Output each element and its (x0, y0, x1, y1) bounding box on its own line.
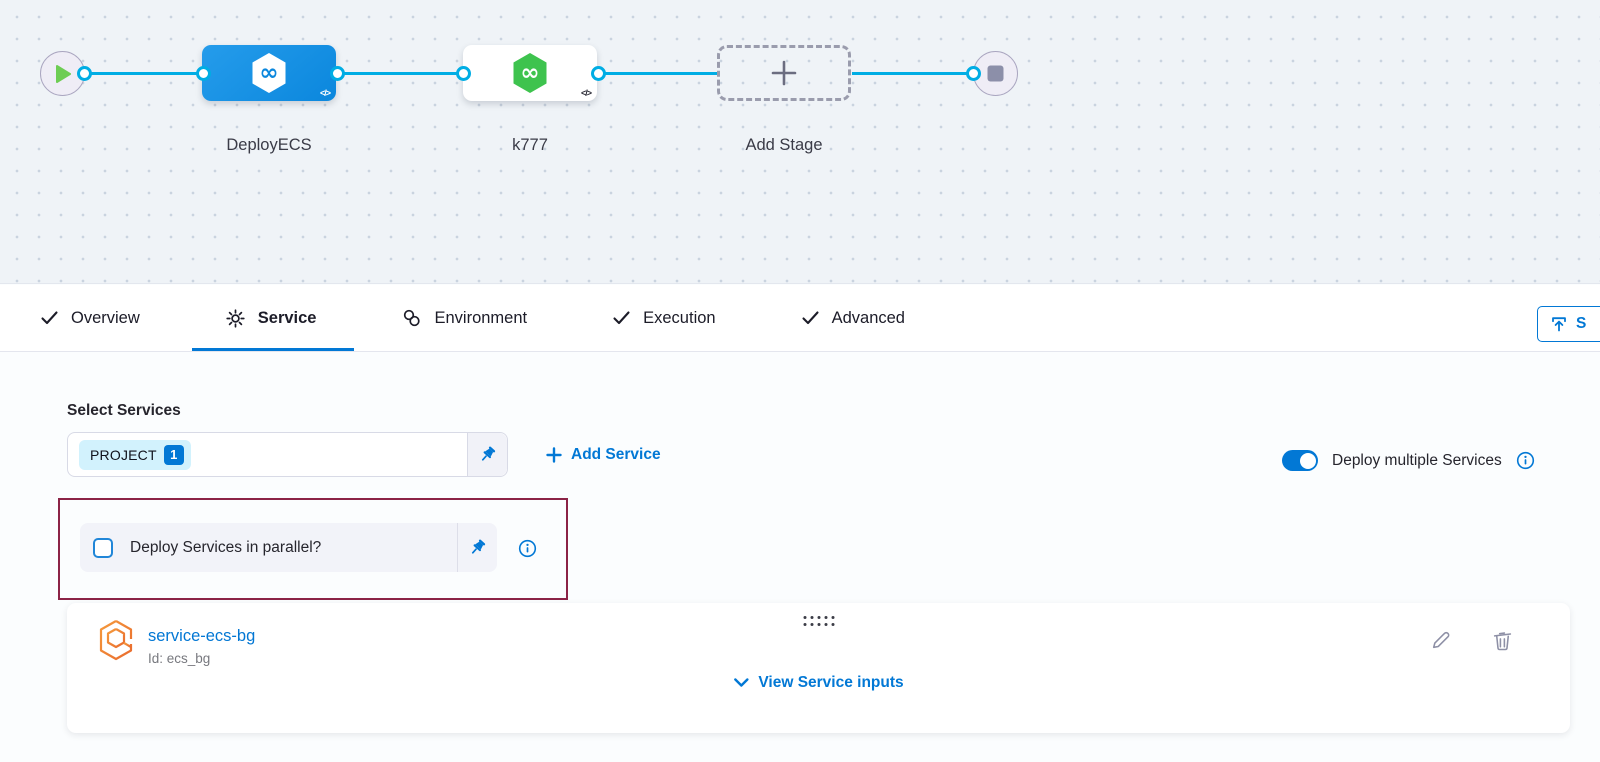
port[interactable] (196, 66, 211, 81)
tag-count-badge: 1 (164, 445, 184, 465)
stop-icon (987, 65, 1004, 82)
info-icon[interactable] (518, 539, 537, 558)
service-tab-panel: Select Services PROJECT 1 (0, 352, 1600, 762)
deploy-multiple-label: Deploy multiple Services (1332, 452, 1502, 470)
select-services-label: Select Services (67, 402, 181, 420)
save-button-label: S (1576, 315, 1586, 333)
play-icon (55, 65, 71, 83)
delete-service-button[interactable] (1491, 629, 1514, 652)
tag-label: PROJECT (90, 447, 157, 463)
plus-icon (771, 60, 797, 86)
edge-addstage-end (852, 72, 973, 75)
tab-overview[interactable]: Overview (41, 285, 140, 351)
tab-label: Service (258, 309, 317, 328)
stage-node-deployecs[interactable]: ∞ </> (202, 45, 336, 101)
check-icon (41, 311, 58, 325)
service-name-link[interactable]: service-ecs-bg (148, 627, 255, 646)
port[interactable] (456, 66, 471, 81)
view-inputs-label: View Service inputs (758, 674, 903, 692)
service-hexagon-icon (98, 619, 134, 661)
edge-deploy-k777 (337, 72, 463, 75)
deploy-multiple-row: Deploy multiple Services (1282, 450, 1535, 471)
pipeline-canvas[interactable]: ∞ </> ∞ </> (0, 0, 1600, 284)
plus-icon (546, 447, 562, 463)
port[interactable] (966, 66, 981, 81)
pin-parallel-button[interactable] (457, 523, 497, 572)
service-card: service-ecs-bg Id: ecs_bg Vie (67, 603, 1570, 733)
port[interactable] (591, 66, 606, 81)
stage-node-k777[interactable]: ∞ </> (463, 45, 597, 101)
save-button[interactable]: S (1537, 306, 1600, 342)
port[interactable] (330, 66, 345, 81)
deploy-parallel-control: Deploy Services in parallel? (80, 523, 497, 572)
save-upload-icon (1550, 315, 1568, 333)
deploy-parallel-checkbox[interactable] (93, 538, 113, 558)
edge-start-deploy (84, 72, 203, 75)
tab-advanced[interactable]: Advanced (802, 285, 905, 351)
selected-service-tag[interactable]: PROJECT 1 (79, 440, 191, 470)
pin-icon (468, 538, 487, 557)
edit-service-button[interactable] (1429, 629, 1452, 652)
svg-text:∞: ∞ (259, 60, 278, 86)
add-service-button[interactable]: Add Service (546, 443, 661, 467)
tab-label: Execution (643, 309, 715, 328)
drag-handle[interactable] (799, 612, 838, 630)
add-service-label: Add Service (571, 446, 661, 464)
toggle-knob (1300, 453, 1316, 469)
port[interactable] (77, 66, 92, 81)
tab-label: Advanced (832, 309, 905, 328)
environment-icon (402, 309, 421, 328)
deploy-parallel-label: Deploy Services in parallel? (130, 539, 457, 557)
check-icon (802, 311, 819, 325)
pin-services-button[interactable] (467, 433, 507, 476)
stage-label-deployecs: DeployECS (226, 136, 311, 155)
pin-icon (478, 445, 497, 464)
harness-logo-icon: ∞ (509, 51, 551, 95)
check-icon (613, 311, 630, 325)
info-icon[interactable] (1516, 451, 1535, 470)
stage-config-tabbar: Overview Service Environment Exe (0, 285, 1600, 352)
chevron-down-icon (733, 678, 748, 688)
yaml-code-icon: </> (320, 88, 330, 98)
yaml-code-icon: </> (581, 88, 591, 98)
select-services-input[interactable]: PROJECT 1 (67, 432, 508, 477)
view-service-inputs-toggle[interactable]: View Service inputs (733, 674, 903, 692)
tab-label: Environment (434, 309, 527, 328)
harness-logo-icon: ∞ (248, 51, 290, 95)
tab-environment[interactable]: Environment (402, 285, 527, 351)
svg-text:∞: ∞ (520, 60, 539, 86)
tab-service[interactable]: Service (226, 285, 317, 351)
gear-icon (226, 309, 245, 328)
service-id-text: Id: ecs_bg (148, 651, 210, 666)
tab-label: Overview (71, 309, 140, 328)
add-stage-button[interactable] (717, 45, 851, 101)
add-stage-label: Add Stage (745, 136, 822, 155)
tab-execution[interactable]: Execution (613, 285, 715, 351)
stage-label-k777: k777 (512, 136, 548, 155)
edge-k777-addstage (598, 72, 717, 75)
deploy-multiple-toggle[interactable] (1282, 450, 1318, 471)
